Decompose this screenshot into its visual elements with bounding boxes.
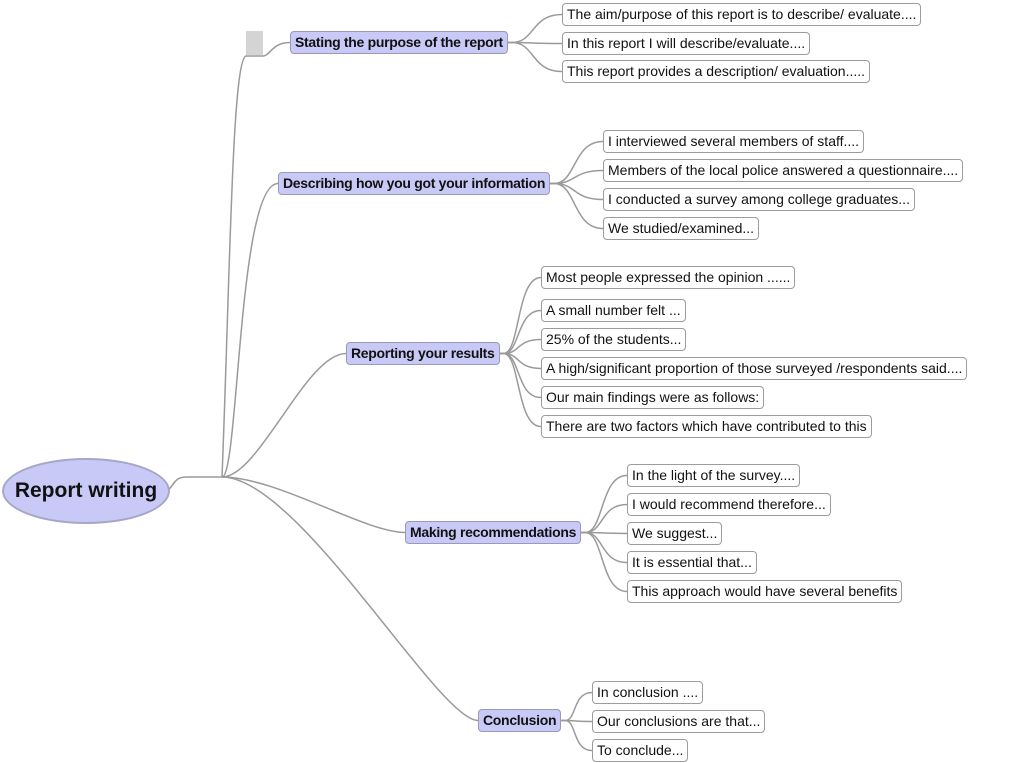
leaf-edge — [561, 691, 593, 722]
leaf-edge — [550, 182, 604, 201]
leaf-node[interactable]: We studied/examined... — [603, 217, 760, 240]
leaf-node[interactable]: In conclusion .... — [592, 681, 704, 704]
leaf-node[interactable]: Most people expressed the opinion ...... — [541, 266, 796, 289]
leaf-edge — [581, 503, 628, 534]
leaf-edge — [499, 352, 542, 428]
root-node[interactable]: Report writing — [2, 458, 170, 524]
branch-stating-purpose[interactable]: Stating the purpose of the report — [290, 31, 508, 54]
leaf-node[interactable]: 25% of the students... — [541, 328, 687, 351]
branch-reporting-results[interactable]: Reporting your results — [346, 342, 500, 365]
leaf-node[interactable]: It is essential that... — [627, 551, 757, 574]
leaf-edge — [550, 182, 604, 230]
leaf-edge — [581, 474, 628, 534]
leaf-node[interactable]: I interviewed several members of staff..… — [603, 130, 865, 153]
leaf-edge — [550, 169, 604, 185]
branch-edge — [221, 41, 291, 478]
branch-making-recommendations[interactable]: Making recommendations — [405, 521, 582, 544]
leaf-node[interactable]: We suggest... — [627, 522, 723, 545]
leaf-node[interactable]: There are two factors which have contrib… — [541, 415, 872, 438]
leaf-node[interactable]: A high/significant proportion of those s… — [541, 357, 968, 380]
branch-edge — [221, 182, 279, 478]
branch-edge — [221, 476, 406, 534]
leaf-node[interactable]: This approach would have several benefit… — [627, 580, 903, 603]
branch-edge — [221, 476, 479, 722]
leaf-node[interactable]: Our main findings were as follows: — [541, 386, 765, 409]
leaf-edge — [499, 338, 542, 355]
leaf-node[interactable]: I conducted a survey among college gradu… — [603, 188, 915, 211]
leaf-node[interactable]: Members of the local police answered a q… — [603, 159, 964, 182]
branch-edge — [221, 352, 347, 478]
leaf-node[interactable]: A small number felt ... — [541, 299, 686, 322]
branch-conclusion[interactable]: Conclusion — [478, 709, 562, 732]
leaf-edge — [499, 352, 542, 370]
collapse-handle[interactable] — [246, 31, 263, 55]
root-label: Report writing — [14, 479, 158, 502]
leaf-edge — [581, 531, 628, 564]
leaf-edge — [561, 719, 593, 752]
leaf-node[interactable]: I would recommend therefore... — [627, 493, 831, 516]
leaf-node[interactable]: In the light of the survey.... — [627, 464, 801, 487]
leaf-node[interactable]: In this report I will describe/evaluate.… — [562, 32, 811, 55]
leaf-edge — [499, 276, 542, 355]
leaf-edge — [507, 13, 563, 44]
leaf-edge — [581, 531, 628, 593]
leaf-node[interactable]: The aim/purpose of this report is to des… — [562, 3, 922, 26]
leaf-edge — [499, 309, 542, 355]
leaf-node[interactable]: To conclude... — [592, 739, 689, 762]
leaf-node[interactable]: Our conclusions are that... — [592, 710, 766, 733]
root-edge — [167, 476, 222, 492]
leaf-node[interactable]: This report provides a description/ eval… — [562, 60, 871, 83]
branch-describing-information[interactable]: Describing how you got your information — [278, 172, 551, 195]
leaf-edge — [507, 41, 563, 73]
